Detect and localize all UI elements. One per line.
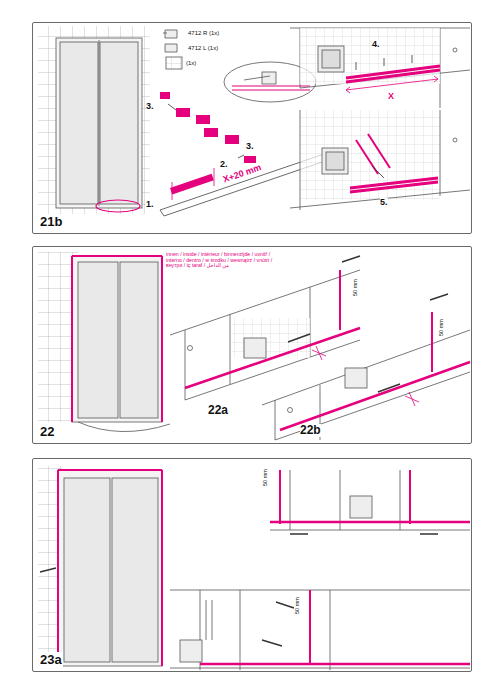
figure-number: 21b	[39, 214, 63, 229]
callout-number: 4712 L (1x)	[188, 45, 218, 52]
panel-frame: 23a	[32, 458, 472, 672]
dimension-label: 50 mm	[352, 279, 358, 296]
side-note: innen / inside / intérieur / binnenzijde…	[166, 252, 278, 269]
figure-number: 23a	[39, 652, 63, 667]
dimension-label: 50 mm	[262, 469, 268, 486]
dimension-label: 50 mm	[438, 319, 444, 336]
callout-number: 3.	[246, 142, 254, 152]
callout-number: (1x)	[186, 60, 196, 67]
callout-number: 4712 R (1x)	[188, 30, 219, 37]
panel-frame: 21b	[32, 22, 472, 234]
callout-number: 1.	[146, 200, 154, 210]
callout-number: 22a	[208, 404, 228, 417]
callout-number: 2.	[220, 160, 228, 170]
panel-frame: 22	[32, 246, 472, 444]
dimension-label: 50 mm	[294, 597, 300, 614]
callout-number: 22b	[300, 424, 321, 437]
callout-number: X	[388, 92, 394, 102]
callout-number: 3.	[146, 102, 154, 112]
figure-number: 22	[39, 424, 55, 439]
callout-number: 5.	[380, 198, 388, 208]
callout-number: 4.	[372, 40, 380, 50]
